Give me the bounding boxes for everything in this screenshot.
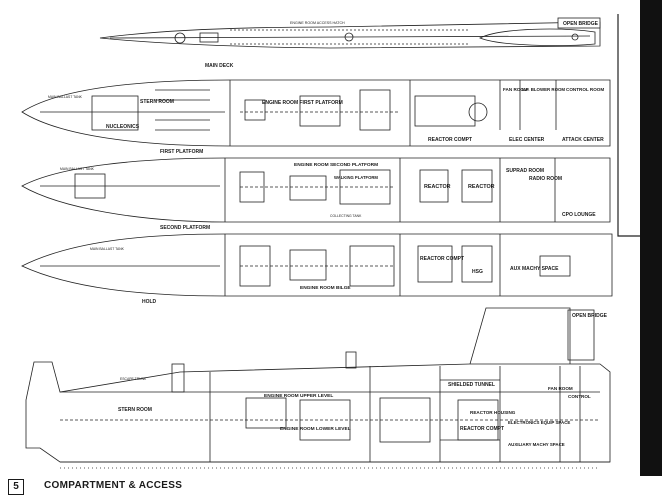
engine-room-access-hatch-label: ENGINE ROOM ACCESS HATCH (290, 21, 345, 25)
attack-center-label: ATTACK CENTER (562, 137, 604, 143)
fan-room-label-1: FAN ROOM (503, 87, 528, 92)
second-platform-caption: SECOND PLATFORM (160, 225, 210, 231)
reactor-compt-label-1: REACTOR COMPT (428, 137, 472, 143)
main-ballast-tank-label-3: MAIN BALLAST TANK (90, 247, 125, 251)
engine-room-second-platform-label: ENGINE ROOM SECOND PLATFORM (294, 162, 378, 168)
second-platform-view (21, 157, 611, 223)
escape-trunk-label: ESCAPE TRUNK (120, 377, 147, 381)
open-bridge-label-top: OPEN BRIDGE (563, 21, 599, 27)
engine-room-first-platform-label: ENGINE ROOM FIRST PLATFORM (262, 100, 343, 106)
hold-caption: HOLD (142, 299, 157, 305)
hold-hull-outline (21, 233, 613, 297)
page-number: 5 (8, 479, 24, 495)
nucleonics-label: NUCLEONICS (106, 124, 140, 130)
lp-blower-room-label: L.P. BLOWER ROOM (522, 87, 565, 92)
fan-room-label-2: FAN ROOM (548, 386, 573, 391)
main-deck-view (99, 17, 601, 49)
collecting-tank-label-2: COLLECTING TANK (330, 214, 362, 218)
auxiliary-machy-space-label: AUXILIARY MACHY SPACE (508, 442, 565, 447)
main-deck-hull-outline (99, 21, 601, 49)
shielded-tunnel-label: SHIELDED TUNNEL (448, 382, 495, 388)
engine-room-bilge-label: ENGINE ROOM BILGE (300, 285, 351, 291)
profile-hull-outline (25, 361, 611, 463)
main-deck-caption: MAIN DECK (205, 63, 234, 69)
page-footer: 5 COMPARTMENT & ACCESS (0, 476, 662, 500)
right-dark-margin (640, 0, 662, 476)
hold-view (21, 233, 613, 297)
page-title: COMPARTMENT & ACCESS (44, 480, 183, 491)
engine-room-upper-level-label: ENGINE ROOM UPPER LEVEL (264, 393, 333, 399)
right-frame-line (617, 14, 640, 237)
reactor-compt-label-2: REACTOR COMPT (420, 256, 464, 262)
aux-machy-space-label: AUX MACHY SPACE (510, 266, 559, 272)
control-room-label: CONTROL ROOM (566, 87, 604, 92)
reactor-label-2: REACTOR (468, 184, 495, 190)
reactor-housing-label: REACTOR HOUSING (470, 410, 516, 415)
cpo-lounge-label: CPO LOUNGE (562, 212, 596, 218)
reactor-compt-label-3: REACTOR COMPT (460, 426, 504, 432)
stern-room-label-1: STERN ROOM (140, 99, 174, 105)
profile-view (25, 307, 611, 469)
first-platform-caption: FIRST PLATFORM (160, 149, 203, 155)
radio-room-label: RADIO ROOM (529, 176, 562, 182)
reactor-label-1: REACTOR (424, 184, 451, 190)
sail-outline (469, 307, 571, 365)
electronics-equip-space-label: ELECTRONICS EQUIP SPACE (508, 420, 570, 425)
second-platform-hull-outline (21, 157, 611, 223)
hsg-label: HSG (472, 269, 483, 275)
stern-room-label-2: STERN ROOM (118, 407, 152, 413)
control-label: CONTROL (568, 394, 591, 399)
first-platform-view (21, 79, 611, 147)
first-platform-hull-outline (21, 79, 611, 147)
engine-room-lower-level-label: ENGINE ROOM LOWER LEVEL (280, 426, 351, 432)
open-bridge-label-sail: OPEN BRIDGE (572, 313, 608, 319)
suprad-room-label: SUPRAD ROOM (506, 168, 544, 174)
walking-platform-label: WALKING PLATFORM (334, 175, 378, 180)
elec-center-label: ELEC CENTER (509, 137, 545, 143)
main-ballast-tank-label-1: MAIN BALLAST TANK (48, 95, 83, 99)
main-ballast-tank-label-2: MAIN BALLAST TANK (60, 167, 95, 171)
